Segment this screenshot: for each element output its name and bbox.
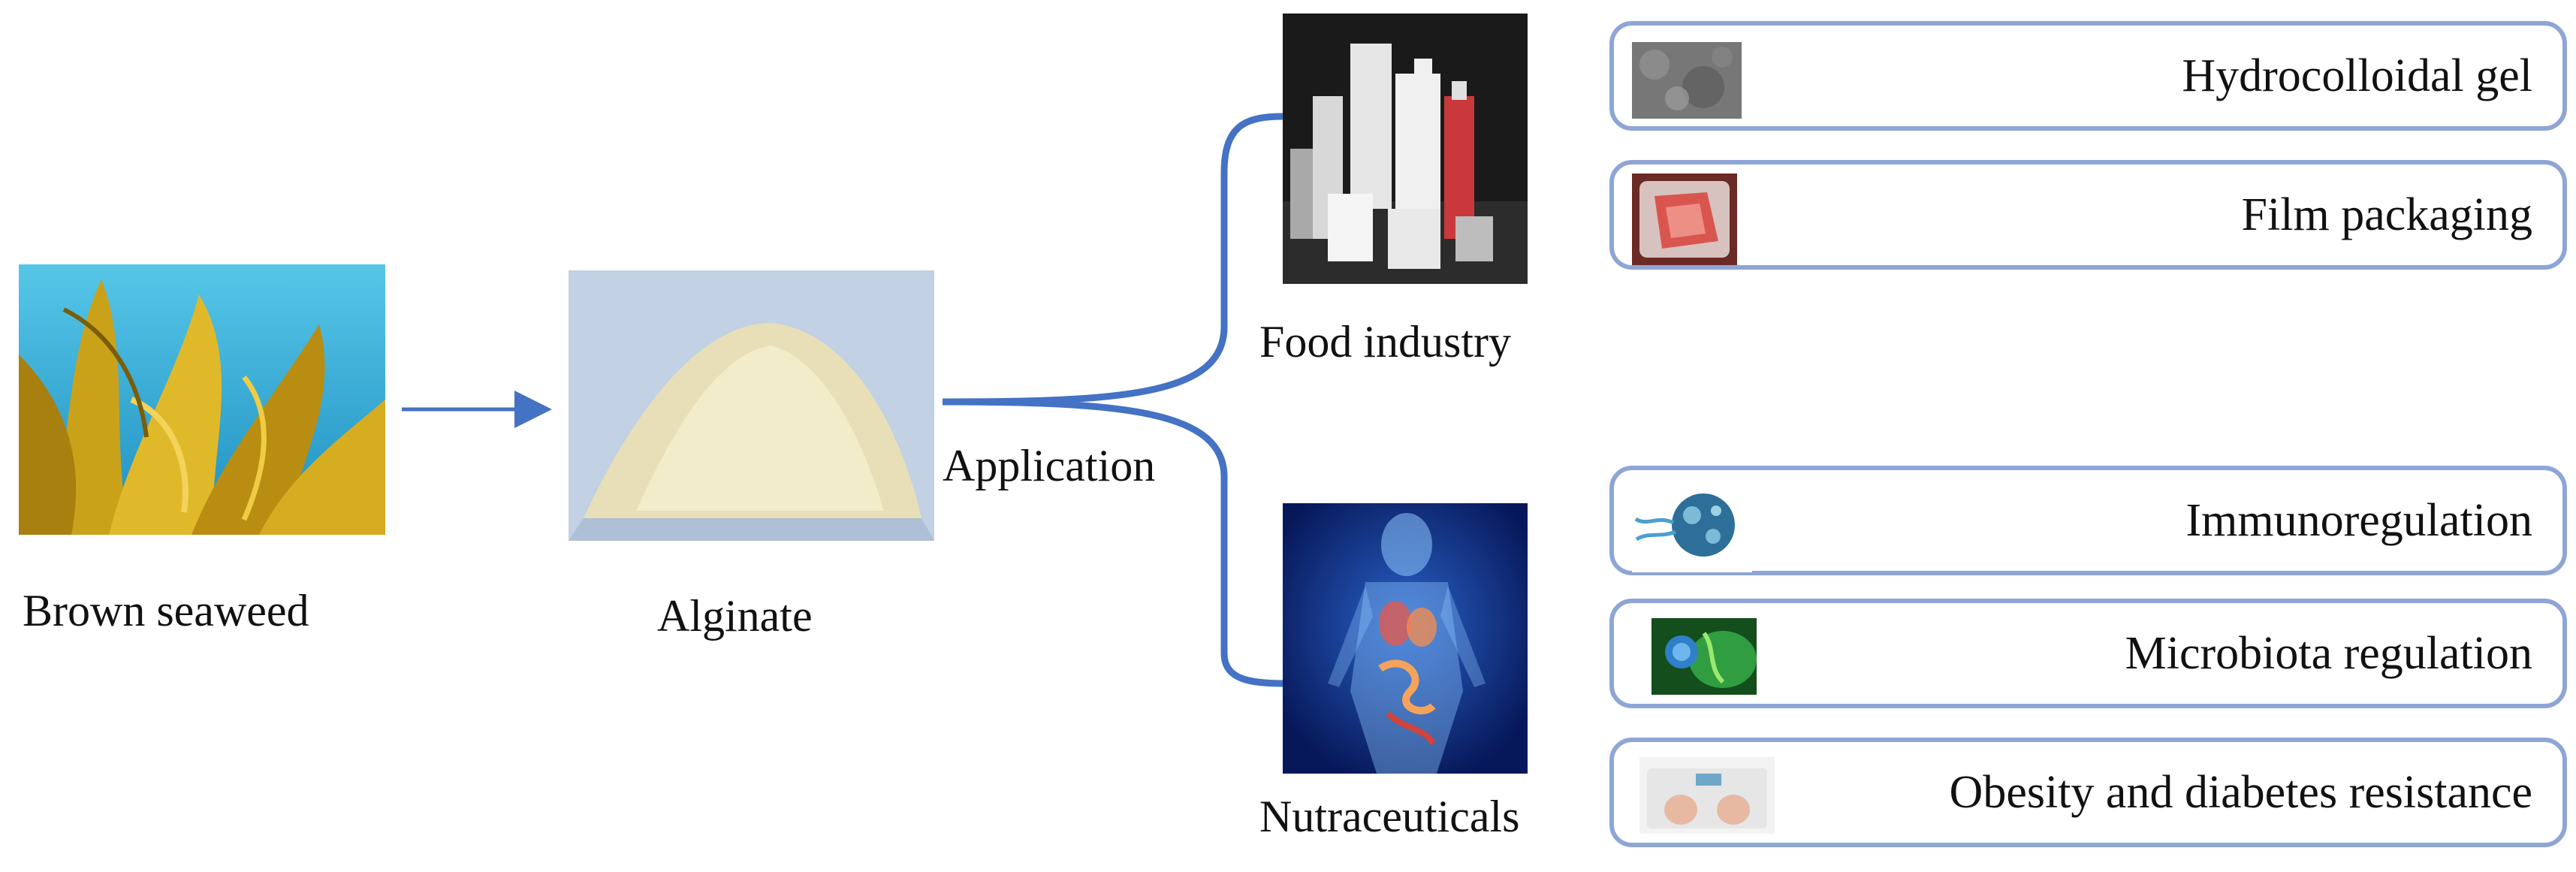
alginate-label: Alginate — [657, 591, 813, 641]
microbiota-regulation-text: Microbiota regulation — [2125, 628, 2532, 679]
food-industry-label: Food industry — [1259, 317, 1512, 367]
nutra-item-immunoregulation: Immunoregulation — [1609, 466, 2567, 575]
food-item-film-packaging: Film packaging — [1609, 160, 2567, 270]
brown-seaweed-image — [19, 264, 385, 535]
nutra-item-microbiota-regulation: Microbiota regulation — [1609, 599, 2567, 708]
immunoregulation-thumbnail — [1632, 478, 1752, 572]
connector-to-nutraceuticals — [942, 398, 1285, 687]
film-packaging-thumbnail — [1632, 173, 1737, 265]
food-industry-image — [1283, 14, 1528, 284]
weight-scale-thumbnail — [1639, 757, 1775, 834]
nutraceuticals-image — [1283, 503, 1528, 774]
hydrocolloidal-gel-text: Hydrocolloidal gel — [2182, 50, 2532, 101]
application-label: Application — [943, 441, 1156, 490]
hydrocolloidal-gel-thumbnail — [1632, 42, 1742, 119]
food-item-hydrocolloidal-gel: Hydrocolloidal gel — [1609, 21, 2567, 131]
brown-seaweed-label: Brown seaweed — [23, 586, 309, 635]
nutra-item-obesity-diabetes-resistance: Obesity and diabetes resistance — [1609, 738, 2567, 847]
immunoregulation-text: Immunoregulation — [2185, 495, 2532, 546]
connector-to-food-industry — [942, 113, 1285, 406]
film-packaging-text: Film packaging — [2241, 189, 2532, 240]
microbiota-regulation-thumbnail — [1651, 618, 1757, 695]
alginate-powder-image — [569, 270, 934, 541]
obesity-diabetes-resistance-text: Obesity and diabetes resistance — [1949, 767, 2532, 818]
nutraceuticals-label: Nutraceuticals — [1259, 792, 1520, 841]
